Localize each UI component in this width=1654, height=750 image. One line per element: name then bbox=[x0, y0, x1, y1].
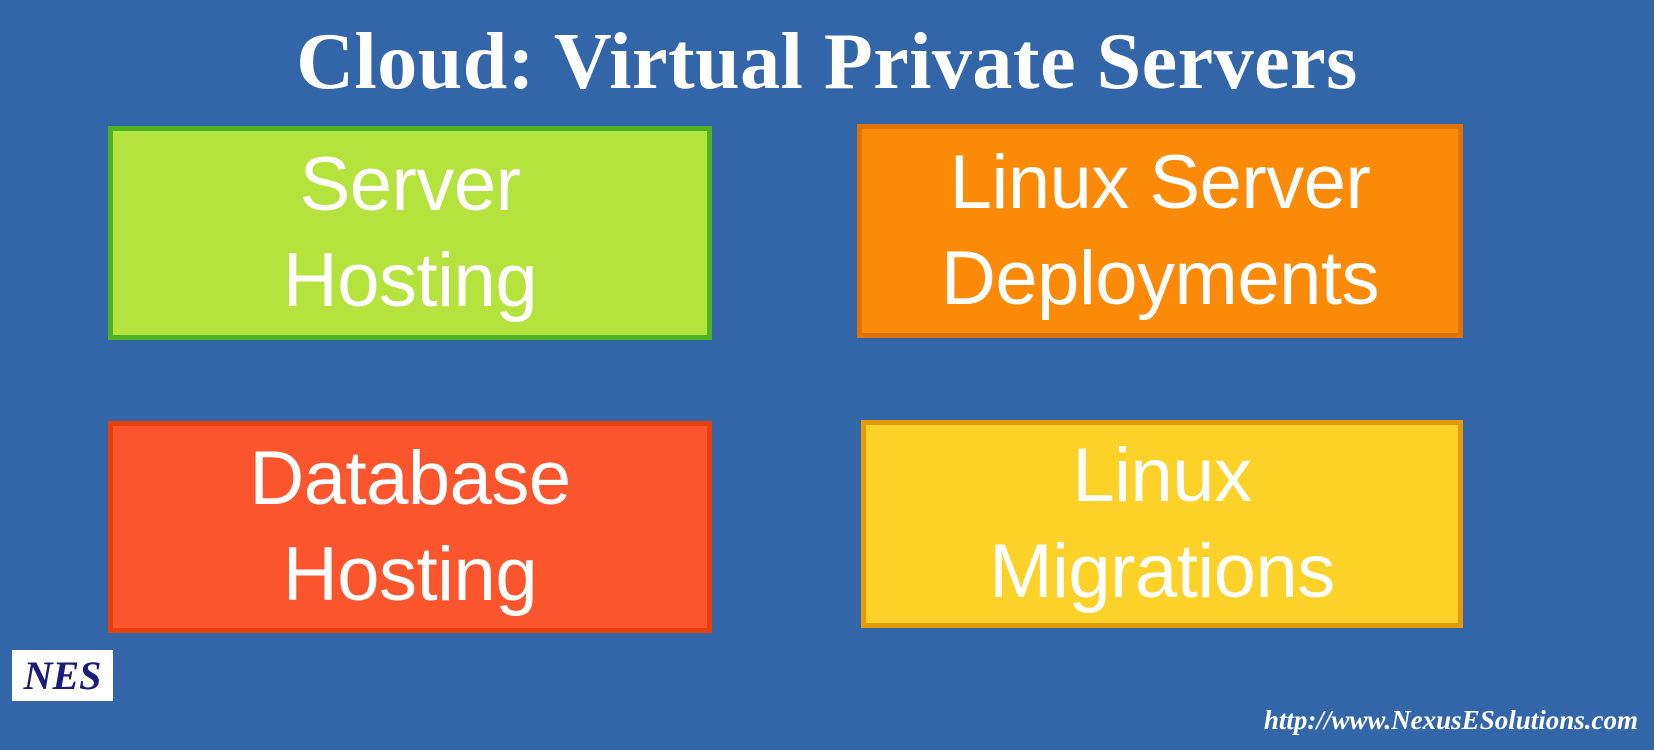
card-server-hosting[interactable]: Server Hosting bbox=[108, 126, 712, 340]
card-label-server-hosting: Server Hosting bbox=[282, 142, 538, 323]
card-linux-migrations[interactable]: Linux Migrations bbox=[861, 420, 1463, 628]
card-label-linux-migrations: Linux Migrations bbox=[989, 433, 1335, 614]
nes-logo: NES bbox=[12, 650, 113, 701]
page-title: Cloud: Virtual Private Servers bbox=[296, 18, 1358, 106]
card-linux-server-deployments[interactable]: Linux Server Deployments bbox=[857, 124, 1463, 338]
nes-logo-text: NES bbox=[23, 652, 102, 698]
card-label-linux-server-deployments: Linux Server Deployments bbox=[940, 140, 1380, 321]
footer-website-url[interactable]: http://www.NexusESolutions.com bbox=[1263, 705, 1638, 735]
card-database-hosting[interactable]: Database Hosting bbox=[108, 421, 712, 633]
card-label-database-hosting: Database Hosting bbox=[249, 436, 571, 617]
